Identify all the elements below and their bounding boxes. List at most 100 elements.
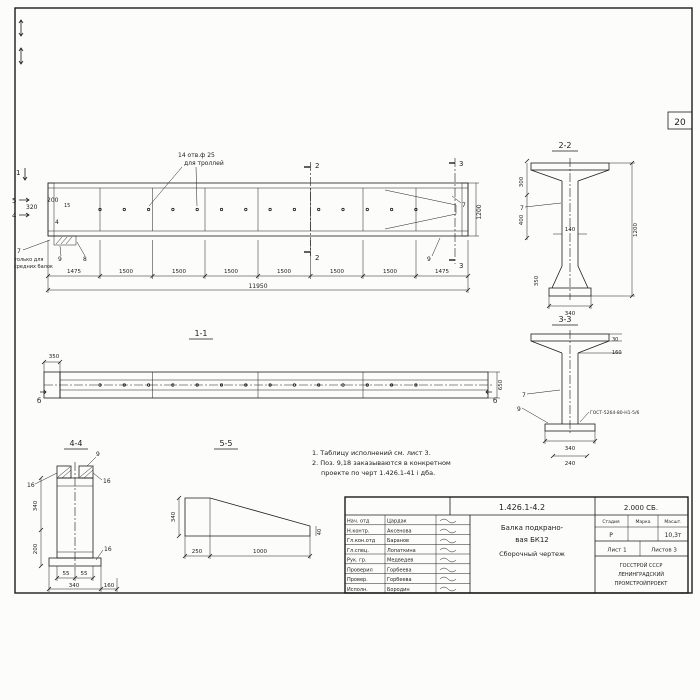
section-4-4-title: 4-4: [69, 439, 82, 448]
section-4-4-dims: 9 16 16 16 340 200 55 55 340 160: [27, 451, 120, 592]
section-5-5-dims: 340 40 250 1000: [171, 495, 323, 559]
svg-text:1200: 1200: [633, 223, 639, 237]
section-2-2-title: 2-2: [558, 141, 571, 150]
svg-text:Лопаткина: Лопаткина: [387, 548, 416, 554]
svg-text:1500: 1500: [277, 269, 291, 275]
svg-text:Цардак: Цардак: [387, 519, 407, 525]
svg-text:ЛЕНИНГРАДСКИЙ: ЛЕНИНГРАДСКИЙ: [618, 571, 664, 578]
signature-rows: Нач. отд Цардак Н.контр. Аксенова Гл.кон…: [347, 519, 457, 593]
dim-200: 200: [47, 197, 59, 204]
svg-text:Балка подкрано-: Балка подкрано-: [501, 524, 564, 532]
left-note: 7 только для средних балок: [14, 239, 53, 270]
section-2-2-dims: 300 400 140 1200 350 340 7: [519, 158, 639, 317]
svg-text:1475: 1475: [67, 269, 81, 275]
svg-text:140: 140: [565, 227, 576, 233]
left-note-pos: 7: [17, 248, 21, 255]
doc-number: 1.426.1-4.2: [499, 503, 545, 512]
svg-text:2: 2: [315, 254, 319, 262]
svg-text:Горбеева: Горбеева: [387, 567, 412, 573]
overall-dim-line: 11950: [45, 279, 471, 293]
marker-4-margin: 4: [12, 212, 17, 220]
svg-text:250: 250: [192, 549, 203, 555]
svg-text:340: 340: [565, 311, 576, 317]
segment-dim-line: 1475 1500 1500 1500 1500 1500 1500 1475: [45, 240, 471, 279]
dim-1200-main: 1200: [468, 182, 483, 237]
marker-4-beam: 4: [55, 219, 59, 226]
title-block: 1.426.1-4.2 2.000 СБ. Нач. отд Цардак Н.…: [344, 496, 689, 594]
left-end-bracket: 9 8: [53, 235, 87, 263]
hole-callout-line1: 14 отв.ф 25: [178, 152, 215, 159]
svg-text:Сборочный чертеж: Сборочный чертеж: [499, 550, 565, 558]
pos-9-right: 9: [427, 256, 431, 263]
section-1-1: 1-1 350 650 б: [37, 329, 504, 405]
svg-text:340: 340: [69, 583, 80, 589]
svg-text:ГОССТРОЙ СССР: ГОССТРОЙ СССР: [620, 562, 663, 569]
svg-text:ПРОМСТРОЙПРОЕКТ: ПРОМСТРОЙПРОЕКТ: [615, 580, 669, 587]
svg-text:3: 3: [459, 262, 463, 270]
svg-text:30: 30: [612, 337, 618, 343]
stage-scale-cells: Стадия Марка Масшт. Р 10,3т Лист 1 Листо…: [602, 519, 682, 554]
dim-11950: 11950: [248, 283, 267, 290]
svg-text:1500: 1500: [172, 269, 186, 275]
svg-text:Медведев: Медведев: [387, 558, 413, 564]
svg-text:200: 200: [33, 543, 39, 554]
margin-markers: 1 5 4 4: [12, 168, 59, 226]
svg-text:16: 16: [103, 478, 111, 485]
section-cut-2: 2 2: [304, 162, 319, 262]
svg-text:3: 3: [459, 160, 463, 168]
svg-text:Листов 3: Листов 3: [651, 548, 677, 554]
main-elevation-view: 14 отв.ф 25 для троллей 9 8 7 только для…: [12, 152, 483, 293]
svg-text:Горбеева: Горбеева: [387, 577, 412, 583]
section-3-3-pos-9: 9: [517, 406, 521, 413]
plan-holes: [98, 383, 418, 387]
svg-text:Аксенова: Аксенова: [387, 528, 412, 534]
sheet-frame: [14, 7, 693, 594]
svg-text:350: 350: [49, 354, 60, 360]
hole-callout-line2: для троллей: [184, 160, 224, 167]
drawing-title: Балка подкрано- вая БК12 Сборочный черте…: [499, 524, 565, 558]
note-1: 1. Таблицу исполнений см. лист 3.: [312, 449, 431, 457]
note-2: 2. Поз. 9,18 заказываются в конкретном: [312, 459, 451, 467]
svg-text:2: 2: [315, 162, 319, 170]
section-cut-3: 3 3: [449, 158, 463, 270]
svg-text:16: 16: [104, 546, 112, 553]
svg-text:Исполн.: Исполн.: [347, 587, 368, 593]
svg-text:350: 350: [534, 275, 540, 286]
svg-text:Баранов: Баранов: [387, 538, 409, 544]
svg-text:400: 400: [519, 214, 525, 225]
svg-text:Бородин: Бородин: [387, 587, 410, 593]
svg-text:1500: 1500: [383, 269, 397, 275]
svg-text:Проверил: Проверил: [347, 567, 373, 573]
svg-text:340: 340: [33, 500, 39, 511]
notes-block: 1. Таблицу исполнений см. лист 3. 2. Поз…: [312, 449, 451, 477]
section-1-1-dims: 350 650 б б: [37, 354, 504, 405]
svg-text:300: 300: [519, 176, 525, 187]
svg-text:Лист 1: Лист 1: [607, 548, 626, 554]
svg-text:55: 55: [81, 571, 88, 577]
sheet-number: 20: [674, 118, 686, 128]
section-3-3-dims: 30 160 7 9 ГОСТ-5264-80-Н1-5/6 340 240: [517, 333, 639, 467]
svg-text:1500: 1500: [119, 269, 133, 275]
marker-b-right: б: [493, 397, 497, 405]
svg-text:Стадия: Стадия: [602, 519, 620, 525]
organization: ГОССТРОЙ СССР ЛЕНИНГРАДСКИЙ ПРОМСТРОЙПРО…: [615, 562, 669, 587]
svg-text:Масшт.: Масшт.: [664, 519, 681, 525]
svg-text:160: 160: [104, 583, 115, 589]
pos-9-left: 9: [58, 256, 62, 263]
doc-code: 2.000 СБ.: [624, 504, 658, 512]
svg-text:55: 55: [63, 571, 70, 577]
section-5-5: 5-5 340 40 250 1000: [171, 439, 323, 559]
section-3-3: 3-3 30 160 7 9 ГОСТ-5264-80-Н1-5/6 340: [517, 315, 639, 467]
svg-text:Нач. отд: Нач. отд: [347, 519, 370, 525]
svg-text:Марка: Марка: [636, 519, 651, 525]
svg-text:1500: 1500: [330, 269, 344, 275]
trolley-holes: [98, 207, 418, 212]
pos-7-right: 7: [462, 202, 466, 209]
svg-text:16: 16: [27, 482, 35, 489]
marker-5: 5: [12, 197, 16, 205]
svg-text:Гл.кон.отд: Гл.кон.отд: [347, 538, 376, 544]
svg-text:340: 340: [171, 511, 177, 522]
marker-b-left: б: [37, 397, 41, 405]
